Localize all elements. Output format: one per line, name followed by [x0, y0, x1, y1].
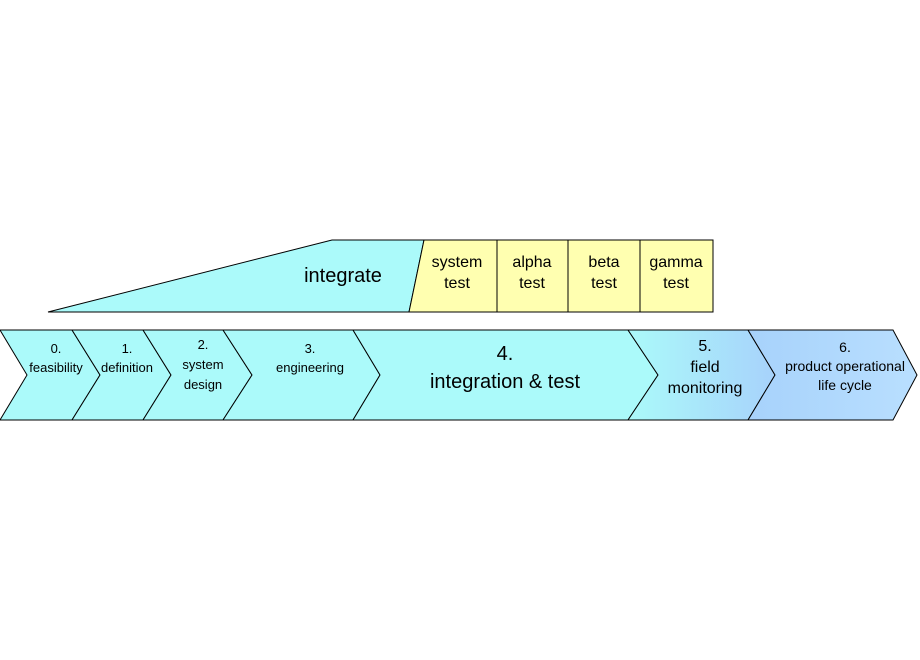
phase-4-number: 4. [496, 343, 514, 365]
system-test-label: system test [431, 254, 483, 292]
phase-6-label: 6. product operational life cycle [770, 338, 920, 395]
phase-6-number: 6. [839, 339, 851, 355]
phase-1-number: 1. [121, 341, 133, 356]
phase-6-chevron [747, 329, 918, 421]
gamma-test-box [639, 239, 714, 313]
phase-3-number: 3. [304, 341, 316, 356]
gamma-test-label: gamma test [649, 254, 703, 292]
phase-3-label: 3. engineering [255, 339, 365, 377]
phase-4-label: 4. integration & test [395, 340, 615, 396]
phase-5-label: 5. field monitoring [645, 336, 765, 399]
phase-0-label: 0. feasibility [11, 339, 101, 377]
alpha-test-label: alpha test [512, 254, 552, 292]
integrate-label: integrate [273, 262, 413, 290]
phase-0-number: 0. [50, 341, 62, 356]
phase-1-label: 1. definition [82, 339, 172, 377]
beta-test-label: beta test [588, 254, 620, 292]
phase-5-number: 5. [698, 338, 712, 355]
integrate-label-text: integrate [304, 265, 382, 287]
phase-2-label: 2. system design [158, 335, 248, 395]
phase-2-number: 2. [197, 337, 209, 352]
